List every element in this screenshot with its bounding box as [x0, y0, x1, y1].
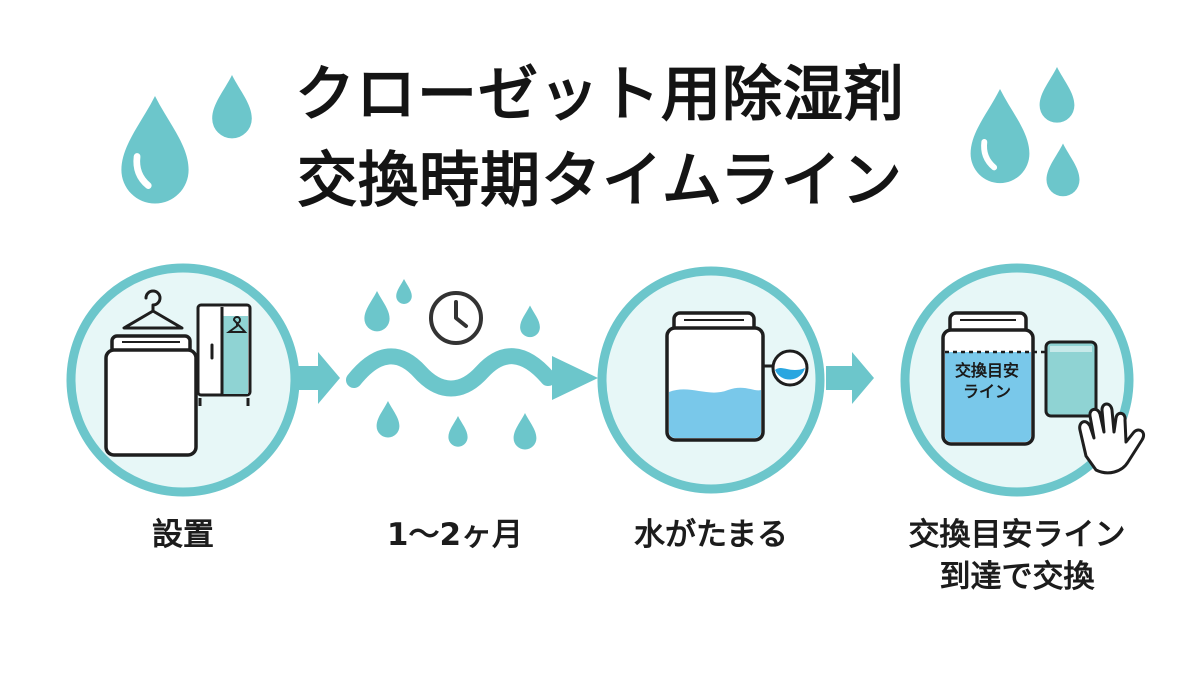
replacement-line-marking: ライン — [963, 382, 1011, 401]
step-circle-water-collecting — [597, 266, 825, 494]
step-label-water: 水がたまる — [633, 517, 789, 553]
new-container-icon — [1044, 340, 1098, 418]
water-drop-icon — [520, 305, 540, 338]
water-drop-icon — [396, 279, 412, 304]
wave-icon — [346, 348, 598, 400]
water-drop-icon — [212, 75, 252, 139]
step-time-passing — [346, 279, 598, 450]
water-drop-icon — [121, 96, 189, 204]
water-drop-icon — [970, 89, 1030, 184]
dehumidifier-container-icon: 交換目安 ライン — [941, 311, 1056, 446]
water-drop-icon — [448, 416, 468, 447]
step-circle-replace: 交換目安 ライン — [900, 263, 1146, 497]
water-drop-icon — [376, 401, 400, 438]
water-drop-icon — [513, 413, 537, 450]
dehumidifier-container-icon — [665, 311, 765, 442]
page-title: クローゼット用除湿剤 交換時期タイムライン — [250, 52, 950, 224]
step-label-replace-line2: 到達で交換 — [939, 559, 1095, 595]
water-drop-icon — [1039, 67, 1075, 123]
page-title-line2: 交換時期タイムライン — [297, 146, 903, 216]
arrow-right-icon — [293, 352, 340, 404]
water-drop-icon — [1046, 143, 1080, 197]
hanger-icon — [122, 289, 184, 330]
wardrobe-icon — [196, 303, 252, 406]
dehumidifier-container-icon — [104, 334, 198, 457]
step-circle-setup — [66, 263, 300, 497]
step-label-time: 1〜2ヶ月 — [386, 517, 524, 553]
step-label-setup: 設置 — [152, 517, 214, 553]
clock-icon — [429, 291, 483, 345]
magnifier-water-level-icon — [763, 349, 809, 387]
page-title-line1: クローゼット用除湿剤 — [295, 60, 905, 130]
hand-icon — [1078, 402, 1146, 475]
arrow-right-icon — [826, 352, 874, 404]
water-drop-icon — [364, 291, 390, 332]
step-label-replace: 交換目安ライン 到達で交換 — [867, 514, 1167, 598]
step-label-replace-line1: 交換目安ライン — [908, 517, 1126, 553]
replacement-line-marking: 交換目安 — [955, 361, 1019, 380]
